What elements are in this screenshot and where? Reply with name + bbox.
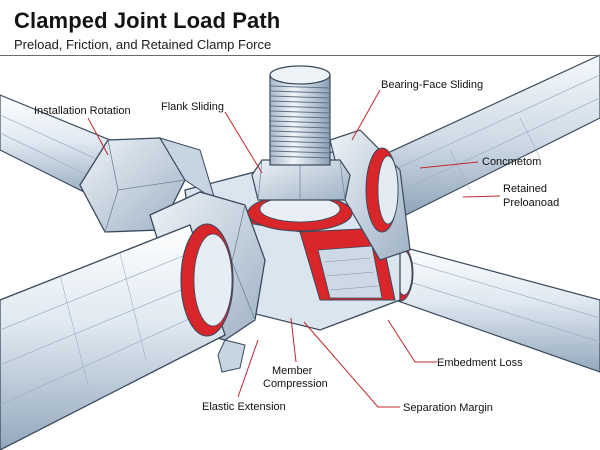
leader-separation-margin bbox=[303, 321, 400, 408]
bolt-thread bbox=[269, 105, 331, 109]
label-member: Member bbox=[272, 365, 313, 377]
leader-retained-preload bbox=[462, 195, 501, 198]
right-flange bbox=[329, 129, 411, 261]
label-preloanoad: Preloanoad bbox=[503, 197, 559, 209]
right-lower-pipe bbox=[386, 244, 600, 373]
leader-bearing-face-sliding bbox=[351, 89, 381, 141]
bolt-thread bbox=[269, 100, 331, 104]
bolt-thread bbox=[269, 150, 331, 154]
bolt-thread bbox=[269, 90, 331, 94]
leader-installation-rotation bbox=[87, 117, 109, 156]
bolt-thread bbox=[269, 140, 331, 144]
bolt-thread bbox=[269, 130, 331, 134]
label-bearing-face-sliding: Bearing-Face Sliding bbox=[381, 79, 483, 91]
leader-embedment-loss bbox=[387, 319, 437, 363]
leader-lines bbox=[87, 89, 501, 408]
leader-elastic-extension bbox=[237, 339, 259, 398]
leader-concmetom bbox=[419, 161, 479, 169]
bolt-thread bbox=[269, 95, 331, 99]
left-hex-nut bbox=[79, 137, 216, 233]
bolt bbox=[269, 65, 331, 166]
bolt-base bbox=[247, 159, 353, 232]
label-concmetom: Concmetom bbox=[482, 156, 541, 168]
bolt-thread bbox=[269, 115, 331, 119]
front-left-pipe bbox=[0, 223, 234, 450]
page-title: Clamped Joint Load Path bbox=[14, 8, 281, 33]
callout-labels: Installation Rotation Flank Sliding Bear… bbox=[34, 79, 559, 414]
bolt-thread bbox=[269, 110, 331, 114]
label-separation-margin: Separation Margin bbox=[403, 402, 493, 414]
bolt-thread bbox=[269, 145, 331, 149]
bolt-thread bbox=[269, 155, 331, 159]
leader-member-compression bbox=[290, 317, 297, 363]
label-embedment-loss: Embedment Loss bbox=[437, 357, 523, 369]
label-retained: Retained bbox=[503, 183, 547, 195]
bolt-thread bbox=[269, 120, 331, 124]
label-compression: Compression bbox=[263, 378, 328, 390]
label-elastic-extension: Elastic Extension bbox=[202, 401, 286, 413]
bolt-thread bbox=[269, 125, 331, 129]
leader-flank-sliding bbox=[224, 111, 263, 174]
bolt-thread bbox=[269, 135, 331, 139]
bolt-thread bbox=[269, 85, 331, 89]
page-subtitle: Preload, Friction, and Retained Clamp Fo… bbox=[14, 37, 272, 52]
label-flank-sliding: Flank Sliding bbox=[161, 101, 224, 113]
label-installation-rotation: Installation Rotation bbox=[34, 105, 131, 117]
title-divider bbox=[0, 55, 600, 56]
